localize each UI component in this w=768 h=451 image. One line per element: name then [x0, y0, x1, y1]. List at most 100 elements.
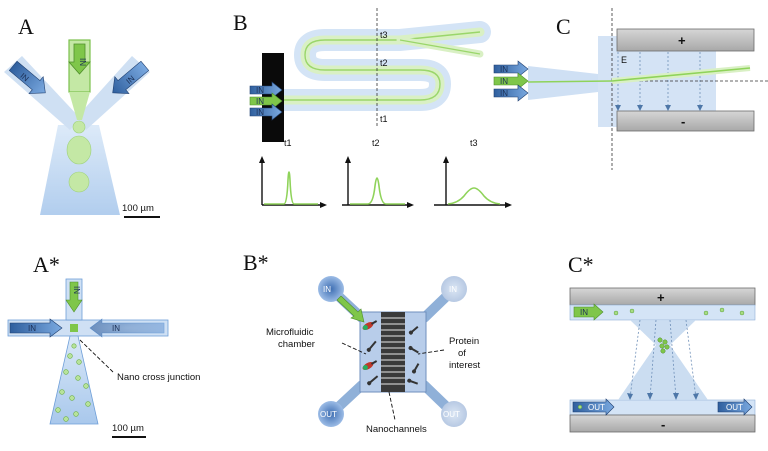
- panel-c-in-arrow-3: IN: [493, 84, 529, 102]
- panel-c-in-arrow-2: IN: [493, 72, 529, 90]
- panel-a-star-right-arrow-icon: IN: [89, 318, 165, 338]
- panel-c-star-field-arrowheads: [627, 393, 699, 400]
- panel-b-in-arrow-2: IN: [249, 92, 283, 110]
- panel-c-field-label: E: [621, 55, 627, 65]
- panel-b-star-in-right-label: IN: [449, 285, 457, 294]
- panel-a-center-in-label: IN: [78, 58, 87, 66]
- panel-a-droplet: [66, 135, 92, 165]
- panel-c-inlet-glow: [528, 66, 598, 100]
- panel-c-in-arrow-1: IN: [493, 60, 529, 78]
- panel-b-star-green-arrow-icon: [336, 295, 365, 323]
- svg-text:t1: t1: [284, 138, 292, 148]
- svg-text:IN: IN: [112, 324, 120, 333]
- panel-c: C + - E IN: [493, 8, 768, 170]
- panel-b-star-protein-label-2: of: [458, 348, 466, 359]
- panel-b-star-out-left-label: OUT: [320, 410, 337, 419]
- svg-text:t2: t2: [372, 138, 380, 148]
- panel-b-graph-t3: t3: [434, 138, 512, 208]
- svg-text:IN: IN: [256, 86, 264, 95]
- panel-a-center-arrow-icon: [68, 43, 91, 75]
- panel-c-star-bottom-electrode: [569, 414, 756, 433]
- panel-a-droplet: [68, 171, 90, 193]
- panel-c-star-plus-sign: +: [657, 290, 665, 305]
- panel-a-star-junction-leader: [79, 339, 114, 373]
- panel-a-star-junction: [70, 324, 78, 332]
- panel-b-star-nanochannels: [381, 312, 405, 392]
- panel-b: B IN IN IN t3 t2 t1 t1: [233, 8, 512, 208]
- panel-b-star-nanochannels-label: Nanochannels: [366, 424, 427, 435]
- panel-b-star-in-port: [318, 276, 344, 302]
- panel-b-star-protein-leader: [417, 349, 445, 355]
- panel-b-channel-core: [282, 31, 481, 101]
- panel-c-plus-sign: +: [678, 33, 686, 48]
- panel-c-star: C* + - IN: [568, 252, 756, 433]
- panel-c-star-out-right-label: OUT: [726, 403, 743, 412]
- panel-b-star-chamber-label-2: chamber: [278, 339, 315, 350]
- panel-c-star-field-lines: [629, 319, 697, 399]
- panel-c-inlet-stream: [527, 80, 613, 83]
- panel-a-star-particles: [55, 343, 91, 422]
- panel-b-star-proteins-left: [362, 320, 379, 386]
- panel-c-deflected-stream: [611, 67, 751, 82]
- panel-c-minus-sign: -: [681, 114, 685, 129]
- panel-a-star-center-arrow-icon: [65, 281, 83, 313]
- svg-text:IN: IN: [500, 65, 508, 74]
- panel-b-star-in-port-right: [441, 276, 467, 302]
- panel-b-t2-marker: t2: [380, 58, 388, 68]
- panel-c-star-out-arrow-right-icon: [717, 398, 753, 416]
- panel-a-outlet-channel: [40, 125, 120, 215]
- panel-b-star-chamber-leader: [341, 342, 367, 355]
- panel-a-star-scale-label: 100 µm: [112, 423, 144, 434]
- panel-c-star-beam-top: [630, 320, 696, 345]
- panel-b-in-arrow-1: IN: [249, 81, 283, 99]
- panel-b-star-in-label: IN: [323, 285, 331, 294]
- panel-c-field-arrowheads: [615, 105, 703, 111]
- panel-c-star-focused-particles: [657, 337, 670, 354]
- panel-c-star-in-arrow-icon: [573, 303, 604, 321]
- panel-a-star-outlet-channel: [49, 335, 99, 425]
- panel-b-star-out-right-label: OUT: [443, 410, 460, 419]
- panel-b-star: B* IN OUT IN OUT: [243, 250, 481, 435]
- panel-c-star-letter: C*: [568, 252, 594, 277]
- svg-text:IN: IN: [500, 77, 508, 86]
- panel-b-t1-marker: t1: [380, 114, 388, 124]
- panel-c-star-particles-top: [613, 307, 745, 316]
- svg-text:IN: IN: [500, 89, 508, 98]
- panel-c-letter: C: [556, 14, 571, 39]
- panel-b-star-chamber-label-1: Microfluidic: [266, 327, 314, 338]
- panel-c-star-out-arrow-left-icon: [572, 398, 615, 416]
- panel-a-star-letter: A*: [33, 252, 60, 277]
- panel-a-droplet: [72, 120, 86, 134]
- panel-c-star-minus-sign: -: [661, 417, 665, 432]
- svg-text:t3: t3: [470, 138, 478, 148]
- panel-b-star-out-port-right: [441, 401, 467, 427]
- panel-c-star-in-label: IN: [580, 308, 588, 317]
- panel-c-bottom-electrode: [616, 110, 755, 132]
- panel-a-star-junction-label: Nano cross junction: [117, 372, 200, 383]
- panel-b-star-nanochannel-leader: [388, 391, 396, 421]
- panel-a: A IN IN IN 100 µm: [4, 14, 160, 218]
- panel-c-star-beam-bottom: [618, 345, 708, 400]
- panel-b-graph-t1: t1: [259, 138, 327, 208]
- svg-text:IN: IN: [256, 97, 264, 106]
- panel-a-center-taper: [69, 92, 90, 120]
- svg-text:IN: IN: [256, 108, 264, 117]
- panel-a-star-left-arrow-icon: IN: [9, 318, 63, 338]
- panel-b-outlet-branch-core: [399, 39, 481, 55]
- svg-text:IN: IN: [28, 324, 36, 333]
- panel-b-star-nanochannel-lines: [381, 317, 405, 385]
- panel-c-star-particles-bottom: [577, 404, 583, 410]
- panel-b-star-protein-label-3: interest: [449, 360, 481, 371]
- panel-a-star-center-in-label: IN: [72, 286, 81, 294]
- panel-c-star-out-left-label: OUT: [588, 403, 605, 412]
- panel-b-graph-t2: t2: [342, 138, 414, 208]
- panel-a-star: A* IN IN IN: [7, 252, 200, 438]
- panel-a-scale-label: 100 µm: [122, 203, 154, 214]
- panel-b-t3-marker: t3: [380, 30, 388, 40]
- panel-b-star-protein-label-1: Protein: [449, 336, 479, 347]
- panel-a-letter: A: [18, 14, 34, 39]
- panel-b-star-letter: B*: [243, 250, 269, 275]
- panel-b-star-out-port-left: [318, 401, 344, 427]
- panel-b-star-proteins-right: [407, 326, 420, 385]
